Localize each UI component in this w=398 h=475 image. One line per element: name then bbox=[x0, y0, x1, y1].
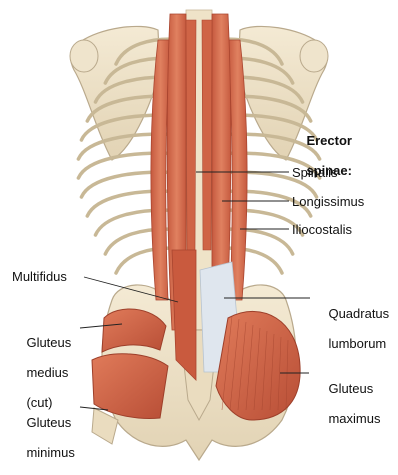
right-shoulder-joint bbox=[300, 40, 328, 72]
gluteus-maximus-line-2: maximus bbox=[328, 411, 380, 426]
label-multifidus: Multifidus bbox=[12, 269, 67, 284]
label-spinalis: Spinalis bbox=[292, 165, 338, 180]
label-iliocostalis: Iliocostalis bbox=[292, 222, 352, 237]
gluteus-minimus-line-1: Gluteus bbox=[26, 415, 71, 430]
erector-spinae-heading: Erector spinae: bbox=[292, 118, 352, 193]
heading-line-1: Erector bbox=[306, 133, 352, 148]
gluteus-medius-line-1: Gluteus bbox=[26, 335, 71, 350]
gluteus-minimus-left bbox=[92, 354, 168, 419]
spinalis-right bbox=[202, 20, 212, 250]
label-quadratus-lumborum: Quadratus lumborum bbox=[314, 291, 389, 366]
gluteus-medius-line-2: medius bbox=[26, 365, 68, 380]
left-shoulder-joint bbox=[70, 40, 98, 72]
label-longissimus: Longissimus bbox=[292, 194, 364, 209]
label-gluteus-minimus: Gluteus minimus bbox=[12, 400, 75, 475]
label-gluteus-maximus: Gluteus maximus bbox=[314, 366, 380, 441]
spinalis-left bbox=[186, 20, 196, 250]
gluteus-maximus-line-1: Gluteus bbox=[328, 381, 373, 396]
quadratus-line-1: Quadratus bbox=[328, 306, 389, 321]
quadratus-line-2: lumborum bbox=[328, 336, 386, 351]
gluteus-minimus-line-2: minimus bbox=[26, 445, 74, 460]
